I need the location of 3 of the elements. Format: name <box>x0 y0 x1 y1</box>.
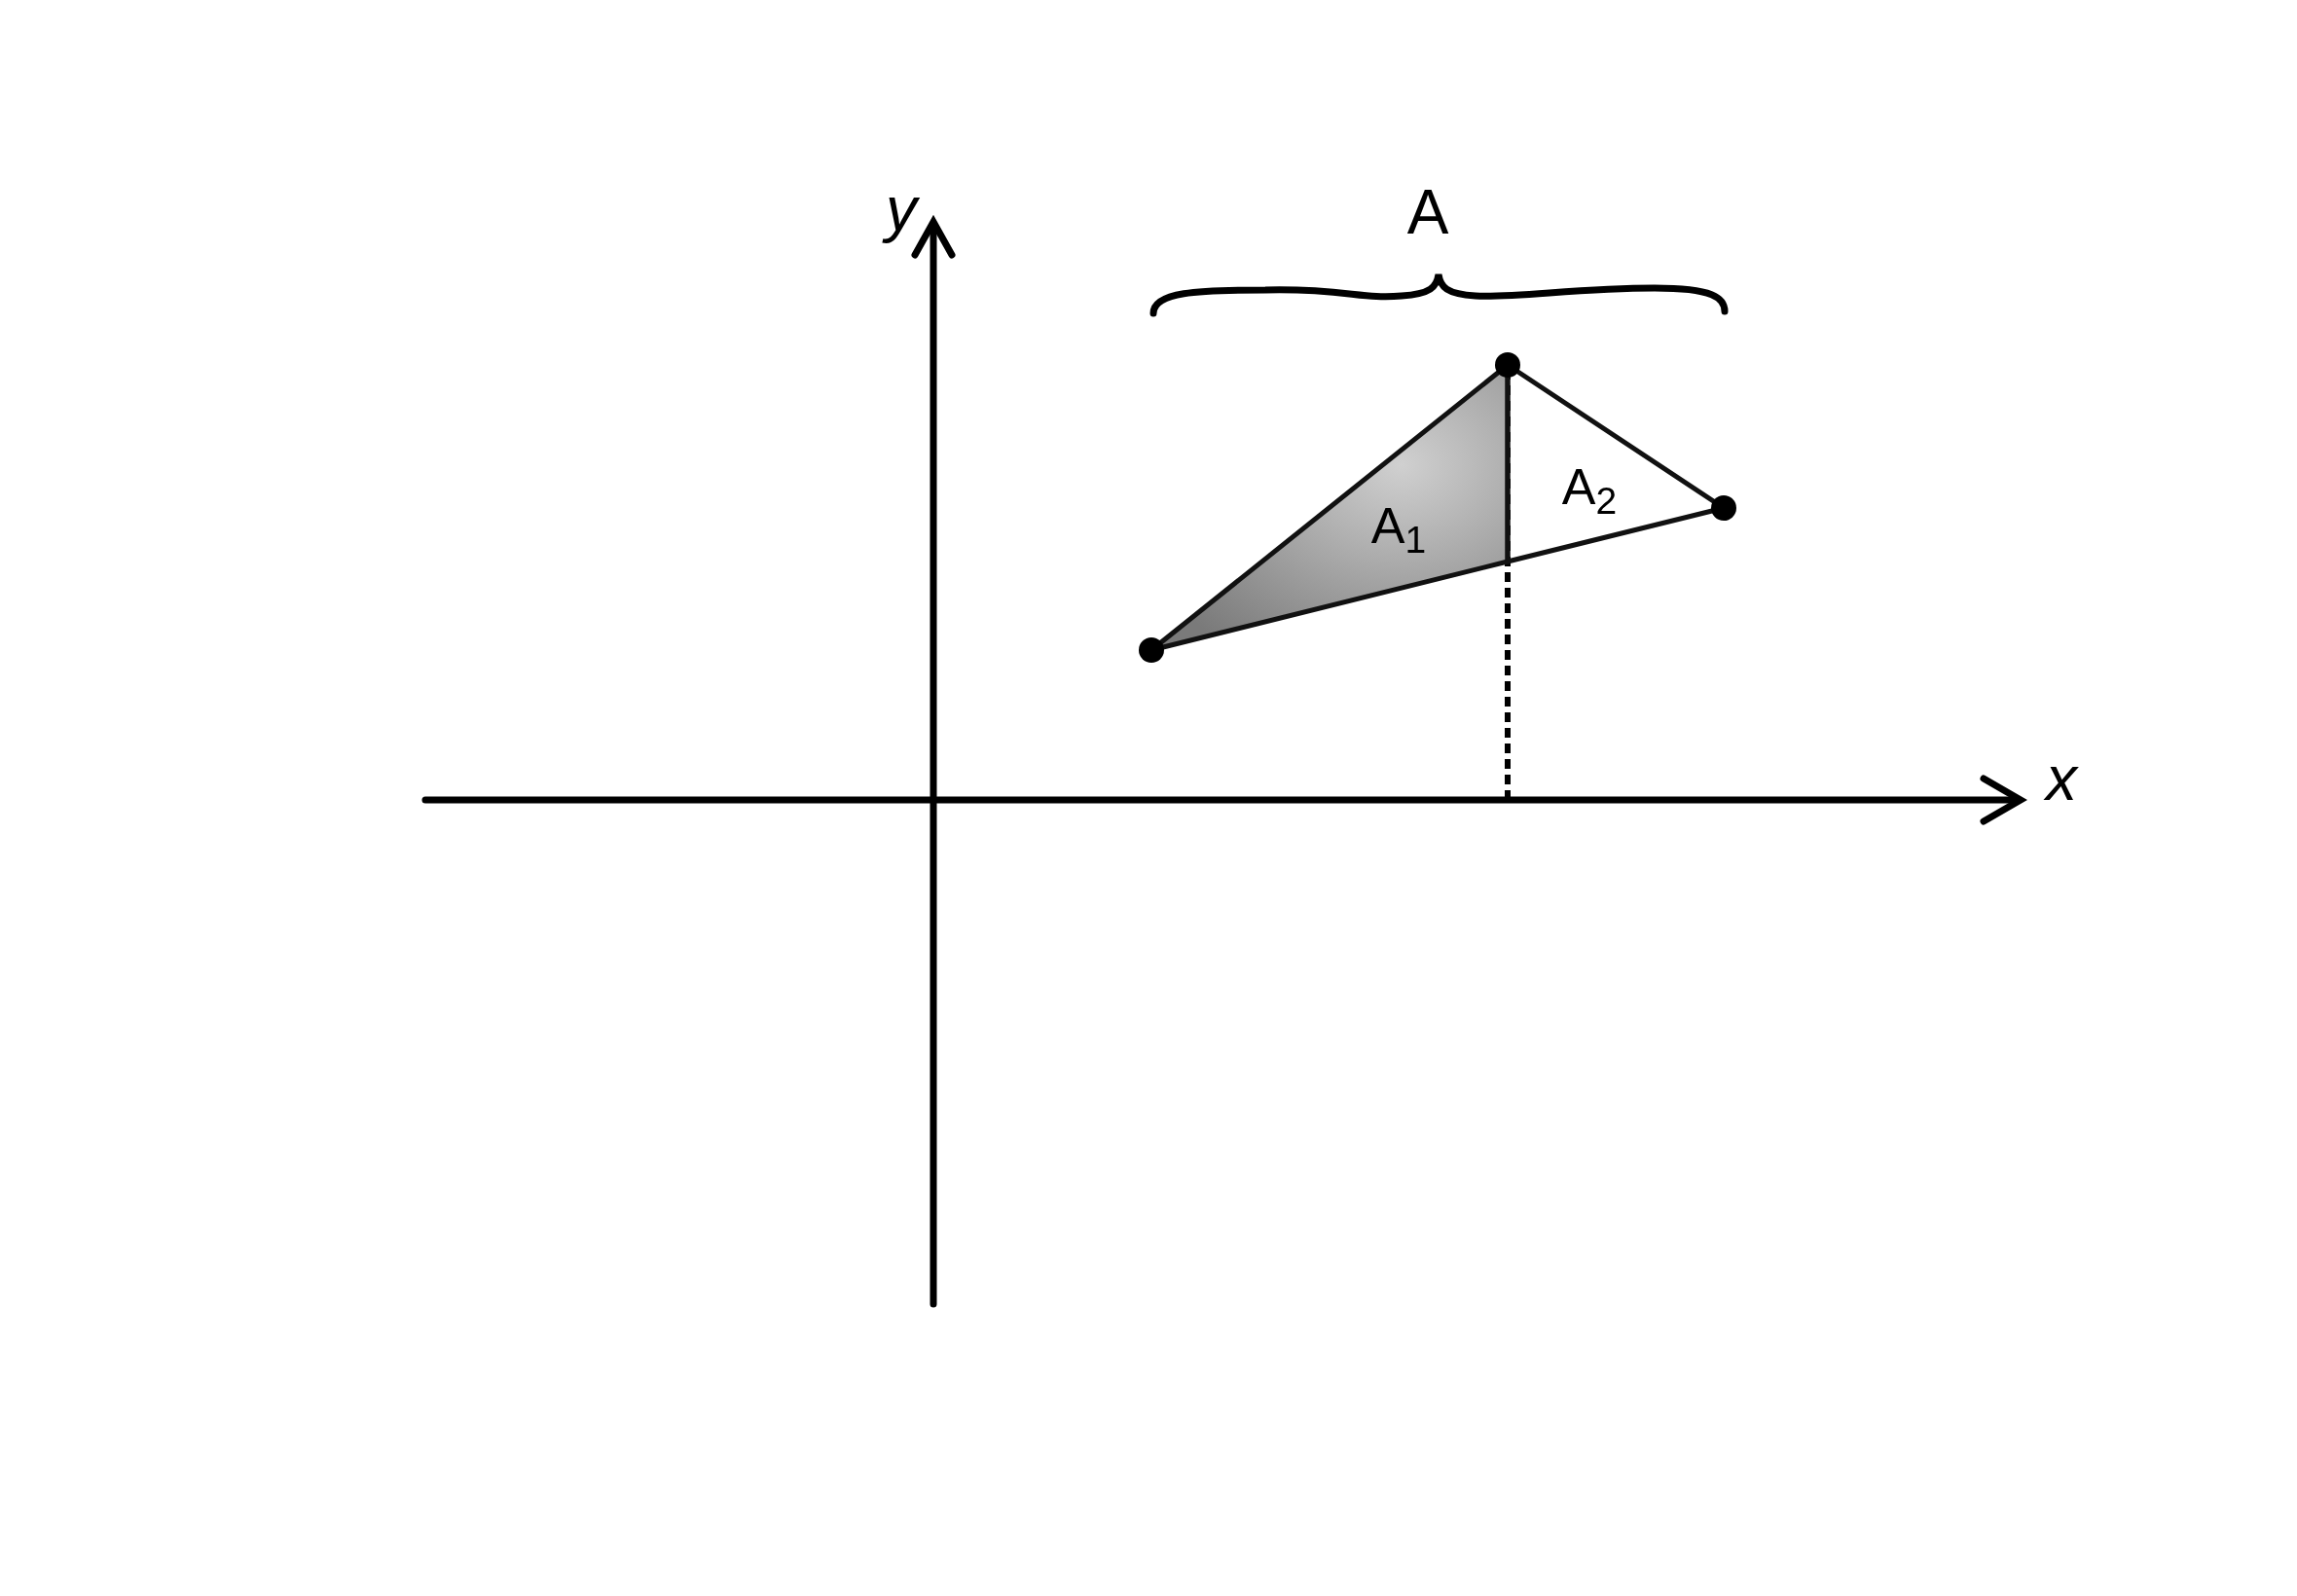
area-label: A$_{2}$ <box>1561 461 1618 512</box>
brace-label: A <box>1406 181 1449 243</box>
area-label: A$_{1}$ <box>1370 500 1427 551</box>
